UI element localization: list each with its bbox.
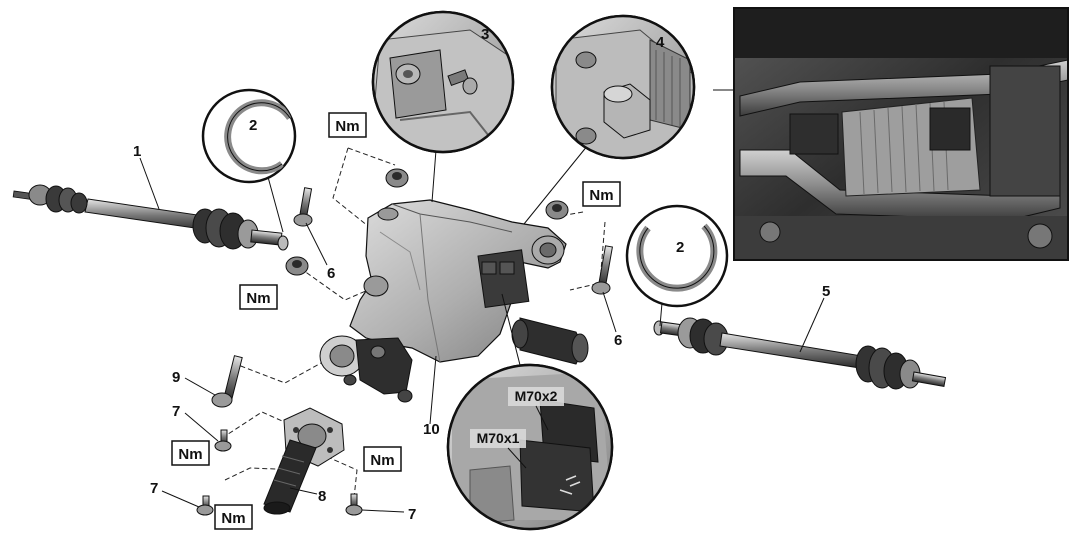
nut-upper bbox=[385, 168, 409, 188]
nut-right bbox=[545, 200, 569, 220]
vehicle-underside-photo bbox=[733, 7, 1069, 261]
callout-6-left: 6 bbox=[327, 265, 335, 282]
callout-2-right: 2 bbox=[676, 239, 684, 256]
torque-label: Nm bbox=[246, 290, 270, 307]
bolt-upper-left bbox=[293, 187, 313, 227]
torque-box-bottom: Nm bbox=[214, 504, 253, 530]
bolt-right bbox=[591, 245, 613, 295]
torque-label: Nm bbox=[178, 446, 202, 463]
transfer-case-housing bbox=[319, 199, 589, 403]
nut-left bbox=[285, 256, 309, 276]
detail-circle-connectors bbox=[446, 363, 614, 531]
bolt-7-upper bbox=[214, 429, 232, 452]
callout-5: 5 bbox=[822, 283, 830, 300]
callout-7-upper: 7 bbox=[172, 403, 180, 420]
connector-label-m70x2: M70x2 bbox=[515, 388, 558, 404]
torque-box-left: Nm bbox=[239, 284, 278, 310]
right-drive-shaft bbox=[653, 317, 947, 390]
torque-label: Nm bbox=[335, 118, 359, 135]
callout-7-lower-right: 7 bbox=[408, 506, 416, 523]
torque-label: Nm bbox=[589, 187, 613, 204]
detail-circle-retaining-ring-right bbox=[625, 204, 729, 308]
callout-2-left: 2 bbox=[249, 117, 257, 134]
detail-circle-retaining-ring-left bbox=[201, 88, 297, 184]
torque-label: Nm bbox=[370, 452, 394, 469]
callout-4: 4 bbox=[656, 34, 665, 51]
connector-label-m70x1: M70x1 bbox=[477, 430, 520, 446]
torque-box-upper: Nm bbox=[328, 112, 367, 138]
bolt-9 bbox=[211, 355, 243, 408]
callout-1: 1 bbox=[133, 143, 141, 160]
detail-circle-bracket-bolt bbox=[371, 10, 515, 154]
callout-8: 8 bbox=[318, 488, 326, 505]
callout-6-right: 6 bbox=[614, 332, 622, 349]
torque-box-flange-left: Nm bbox=[171, 440, 210, 466]
torque-label: Nm bbox=[221, 510, 245, 527]
callout-3: 3 bbox=[481, 26, 489, 43]
detail-circle-drain-plug bbox=[550, 14, 696, 160]
torque-box-right: Nm bbox=[582, 181, 621, 207]
torque-box-flange-right: Nm bbox=[363, 446, 402, 472]
bolt-7-lower-left bbox=[196, 495, 214, 516]
left-drive-shaft bbox=[12, 184, 289, 251]
bolt-7-lower-right bbox=[345, 493, 363, 516]
callout-9: 9 bbox=[172, 369, 180, 386]
callout-10: 10 bbox=[423, 421, 440, 438]
callout-7-lower-left: 7 bbox=[150, 480, 158, 497]
propeller-shaft-flange bbox=[263, 407, 345, 515]
